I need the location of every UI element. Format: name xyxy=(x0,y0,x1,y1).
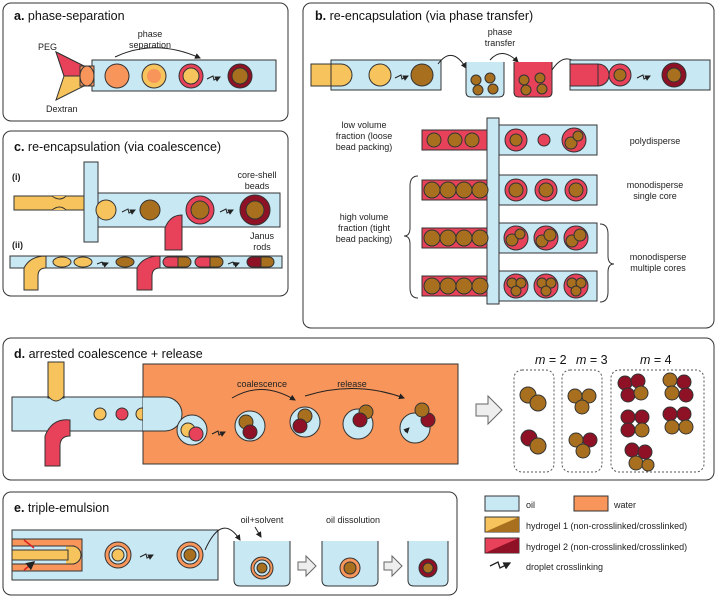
separation-label: separation xyxy=(129,40,171,50)
mono-multi-label: monodisperse xyxy=(630,252,687,262)
arrow-icon xyxy=(114,47,201,59)
transfer-label: transfer xyxy=(485,38,516,48)
legend-hydrogel1-swatch xyxy=(485,517,519,532)
legend-crosslink-icon xyxy=(489,561,512,570)
dextran-label: Dextran xyxy=(46,104,78,114)
legend-crosslinking-label: droplet crosslinking xyxy=(526,562,603,572)
core-shell-label: core-shell xyxy=(237,170,276,180)
mono-multi-label-2: multiple cores xyxy=(630,263,686,273)
oil-solvent-label: oil+solvent xyxy=(241,515,284,525)
low-volume-label-3: bead packing) xyxy=(336,142,393,152)
m4-label: m = 4 xyxy=(640,353,672,367)
coalescence-label: coalescence xyxy=(237,379,287,389)
mono-single-label: monodisperse xyxy=(627,180,684,190)
m2-label: m = 2 xyxy=(535,353,567,367)
legend-hydrogel2-swatch xyxy=(485,538,519,553)
legend-oil-swatch xyxy=(484,495,520,512)
legend-hydrogel1-label: hydrogel 1 (non-crosslinked/crosslinked) xyxy=(526,521,687,531)
high-volume-label: high volume xyxy=(340,212,389,222)
brace-right xyxy=(599,223,615,303)
low-volume-label: low volume xyxy=(341,120,386,130)
panel-a-title: a. phase-separation xyxy=(14,9,125,23)
panel-a: a. phase-separation PEG Dextran phase se… xyxy=(2,2,289,122)
legend-hydrogel2-label: hydrogel 2 (non-crosslinked/crosslinked) xyxy=(526,542,687,552)
high-volume-label-2: fraction (tight xyxy=(338,223,391,233)
legend-water-swatch xyxy=(573,495,609,512)
release-label: release xyxy=(337,379,367,389)
panel-b: b. re-encapsulation (via phase transfer)… xyxy=(302,2,715,329)
legend-oil-label: oil xyxy=(526,500,535,510)
crosslink-icon xyxy=(206,75,221,82)
panel-e: e. triple-emulsion oil+solvent oil disso… xyxy=(2,491,458,596)
panel-c: c. re-encapsulation (via coalescence) (i… xyxy=(2,130,289,297)
panel-c-title: c. re-encapsulation (via coalescence) xyxy=(14,140,221,154)
legend: oil water hydrogel 1 (non-crosslinked/cr… xyxy=(484,495,687,572)
janus-label: Janus xyxy=(250,231,275,241)
low-volume-label-2: fraction (loose xyxy=(336,131,393,141)
phase-label-b: phase xyxy=(488,27,513,37)
beads-label: beads xyxy=(245,181,270,191)
label-ii: (ii) xyxy=(12,240,23,250)
rods-label: rods xyxy=(253,242,271,252)
panel-d-title: d. arrested coalescence + release xyxy=(14,347,203,361)
peg-label: PEG xyxy=(38,42,57,52)
m3-label: m = 3 xyxy=(576,353,608,367)
phase-label: phase xyxy=(138,29,163,39)
panel-b-title: b. re-encapsulation (via phase transfer) xyxy=(315,9,533,23)
high-volume-label-3: bead packing) xyxy=(336,234,393,244)
oil-dissolution-label: oil dissolution xyxy=(326,515,380,525)
brace-left xyxy=(403,175,419,299)
panel-d: d. arrested coalescence + release coales… xyxy=(2,337,715,481)
legend-water-label: water xyxy=(613,500,636,510)
polydisperse-label: polydisperse xyxy=(630,136,681,146)
label-i: (i) xyxy=(12,172,21,182)
big-arrow-icon xyxy=(475,394,503,426)
mono-single-label-2: single core xyxy=(633,191,677,201)
panel-e-title: e. triple-emulsion xyxy=(14,501,109,515)
